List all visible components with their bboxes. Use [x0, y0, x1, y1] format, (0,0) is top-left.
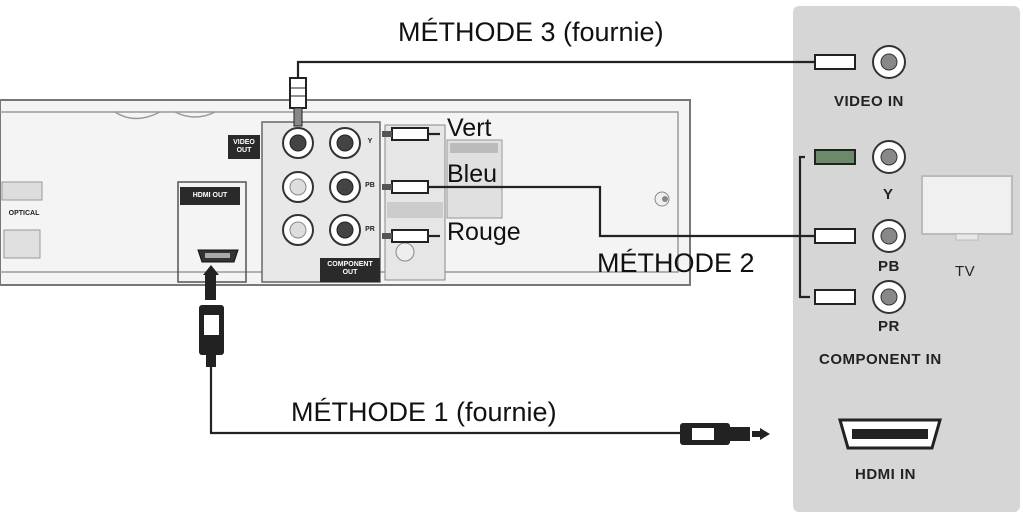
optical-label: OPTICAL — [8, 210, 40, 217]
method-1-label: MÉTHODE 1 (fournie) — [291, 397, 557, 427]
video-in-label: VIDEO IN — [834, 93, 904, 110]
tv-label: TV — [955, 263, 976, 280]
player-pr-label: PR — [365, 226, 375, 233]
player-body — [0, 99, 691, 286]
component-plugs-player — [382, 127, 429, 243]
blue-label: Bleu — [447, 160, 498, 188]
hdmi-plug-tv — [680, 423, 770, 445]
tv-pb-label: PB — [878, 258, 900, 275]
tv-icon — [921, 175, 1013, 241]
tv-pr-label: PR — [878, 318, 900, 335]
hdmi-out-badge: HDMI OUT — [192, 192, 228, 199]
green-label: Vert — [447, 114, 492, 142]
video-plug-player — [289, 77, 307, 127]
player-y-label: Y — [367, 138, 373, 145]
tv-sockets — [814, 45, 942, 450]
hdmi-in-label: HDMI IN — [855, 466, 916, 483]
tv-panel — [793, 6, 1020, 512]
component-out-badge: COMPONENT OUT — [327, 261, 373, 276]
video-out-badge: VIDEO OUT — [233, 139, 255, 154]
method-2-label: MÉTHODE 2 — [597, 248, 755, 278]
tv-y-label: Y — [883, 186, 894, 203]
player-pb-label: PB — [365, 182, 375, 189]
method-3-label: MÉTHODE 3 (fournie) — [398, 17, 664, 47]
hdmi-plug-player — [199, 265, 224, 367]
component-in-label: COMPONENT IN — [819, 351, 942, 368]
red-label: Rouge — [447, 218, 521, 246]
